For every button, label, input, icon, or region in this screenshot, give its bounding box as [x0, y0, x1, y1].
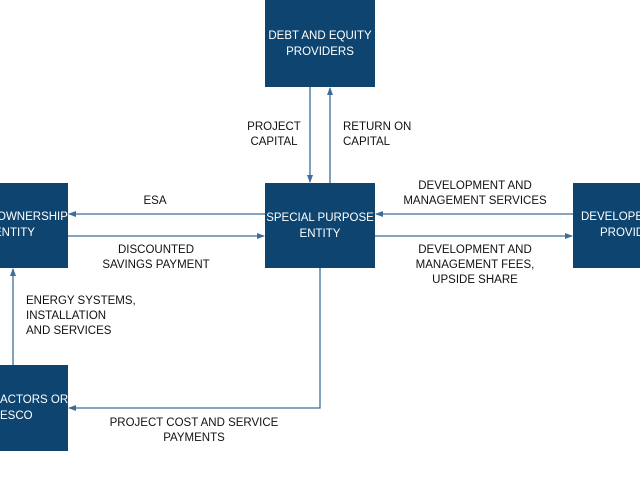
node-label: DEBT AND EQUITY: [268, 29, 372, 42]
node-label: ENTITY: [0, 227, 35, 239]
node-label: ESCO: [0, 410, 33, 422]
node-label: PROVID: [600, 227, 640, 239]
node-label: ENTITY: [299, 227, 341, 240]
label-esa: ESA: [143, 195, 167, 207]
node-special-purpose-entity: SPECIAL PURPOSE ENTITY: [265, 183, 375, 268]
arrow-project-cost: [68, 268, 321, 411]
node-label: ACTORS OR: [0, 394, 69, 406]
node-debt-equity-providers: DEBT AND EQUITY PROVIDERS: [265, 0, 375, 87]
node-label: OWNERSHIP: [0, 211, 68, 223]
node-label: SPECIAL PURPOSE: [266, 211, 374, 224]
node-label: PROVIDERS: [286, 45, 354, 58]
node-label: DEVELOPER: [581, 211, 640, 223]
node-developer-provider: DEVELOPER PROVID: [573, 183, 640, 268]
node-contractors-esco: ACTORS OR ESCO: [0, 365, 68, 451]
node-ownership-entity: OWNERSHIP ENTITY: [0, 183, 68, 268]
